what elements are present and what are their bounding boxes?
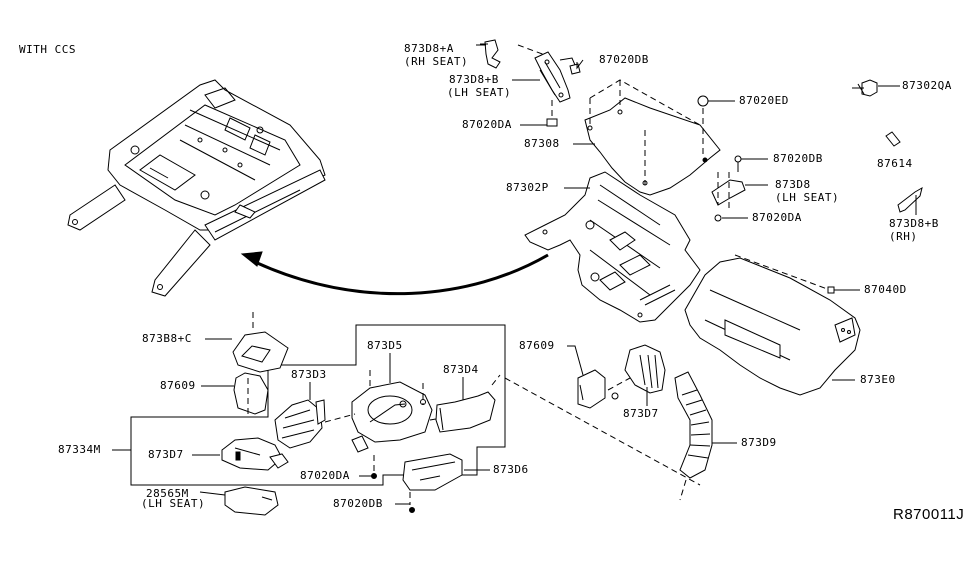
callout-873d7-left: 873D7 xyxy=(148,448,184,461)
title-note: WITH CCS xyxy=(19,43,76,56)
part-87609-right-cover xyxy=(577,369,606,409)
callout-873d8-a-note: (RH SEAT) xyxy=(404,55,469,68)
part-28565m-module xyxy=(224,486,279,516)
part-873d8-b-lh-bracket xyxy=(517,44,581,127)
callout-873d5: 873D5 xyxy=(367,339,403,352)
callout-873d9: 873D9 xyxy=(741,436,777,449)
part-873d6-control-module xyxy=(371,453,463,513)
assembly-arrow xyxy=(240,251,549,296)
callout-87020ed: 87020ED xyxy=(739,94,789,107)
callout-87609-right: 87609 xyxy=(519,339,555,352)
callout-87334m: 87334M xyxy=(58,443,101,456)
part-87609-left-cover xyxy=(233,372,269,415)
part-873b8-c xyxy=(232,312,289,373)
leader-lines xyxy=(112,43,900,505)
callout-873d8-b-rh-note: (RH) xyxy=(889,230,918,243)
callout-87020db-bottom: 87020DB xyxy=(333,497,383,510)
callout-873d7-right: 873D7 xyxy=(623,407,659,420)
part-873d7-left-housing xyxy=(221,437,289,471)
part-873e0-duct xyxy=(684,254,861,396)
callout-87020db-top: 87020DB xyxy=(599,53,649,66)
callout-873d8-b-rh: 873D8+B xyxy=(889,217,939,230)
callout-87020da-right: 87020DA xyxy=(752,211,802,224)
callout-873d8-b-lh-note: (LH SEAT) xyxy=(447,86,512,99)
callout-87308: 87308 xyxy=(524,137,560,150)
part-873d8-a xyxy=(476,39,501,69)
reference-code: R870011J xyxy=(893,506,965,523)
callout-28565m: 28565M xyxy=(146,487,189,500)
connection-dashed-line xyxy=(504,377,701,486)
part-873d3-duct xyxy=(274,399,326,449)
part-873d9-hose xyxy=(674,371,713,501)
callout-873d8-lh-note: (LH SEAT) xyxy=(775,191,840,204)
callout-873d8-lh: 873D8 xyxy=(775,178,811,191)
callout-873b8-c: 873B8+C xyxy=(142,332,192,345)
callout-87614: 87614 xyxy=(877,157,913,170)
part-87302p-bracket xyxy=(524,171,701,323)
part-873d5-blower-fan xyxy=(324,370,443,453)
callout-87609-left: 87609 xyxy=(160,379,196,392)
callout-873e0: 873E0 xyxy=(860,373,896,386)
callout-28565m-note: (LH SEAT) xyxy=(141,497,206,510)
callout-873d4: 873D4 xyxy=(443,363,479,376)
callout-87020db-right: 87020DB xyxy=(773,152,823,165)
callout-87040d: 87040D xyxy=(864,283,907,296)
part-87308-pad xyxy=(584,79,721,196)
callout-87020da-bottom: 87020DA xyxy=(300,469,350,482)
seat-frame-illustration xyxy=(67,79,326,297)
callout-873d8-a: 873D8+A xyxy=(404,42,454,55)
callout-873d6: 873D6 xyxy=(493,463,529,476)
callout-873d8-b-lh: 873D8+B xyxy=(449,73,499,86)
part-87302qa xyxy=(852,79,878,97)
part-873d4-duct xyxy=(435,374,501,433)
part-873d8-b-rh-bracket xyxy=(897,186,923,215)
callout-87302qa: 87302QA xyxy=(902,79,952,92)
callout-873d3: 873D3 xyxy=(291,368,327,381)
part-873d8-lh-bracket xyxy=(711,155,746,222)
callout-87020da-top: 87020DA xyxy=(462,118,512,131)
callout-87302p: 87302P xyxy=(506,181,549,194)
part-873d7-right-blower-housing xyxy=(607,344,666,400)
part-87614 xyxy=(885,131,901,147)
